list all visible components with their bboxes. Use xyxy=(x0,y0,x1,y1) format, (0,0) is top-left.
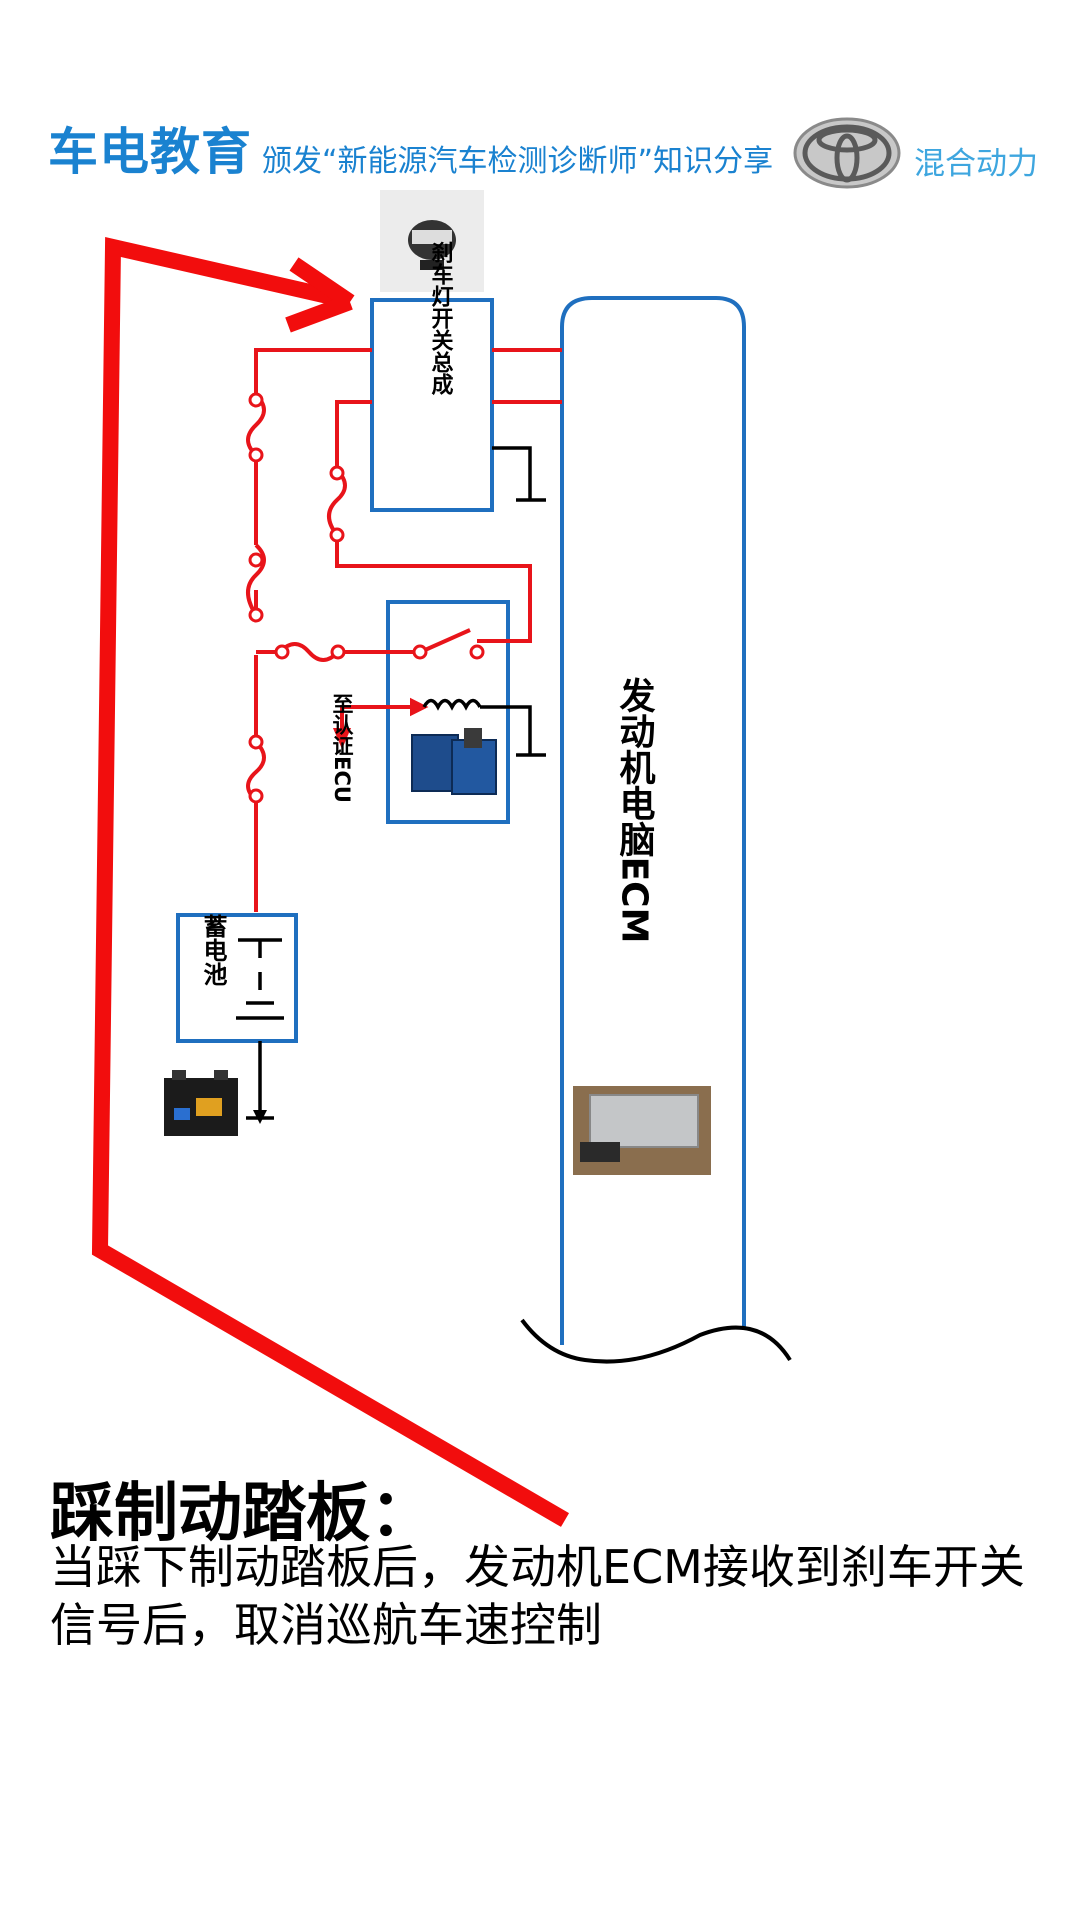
battery-box xyxy=(176,913,298,1043)
engine-ecm-box xyxy=(560,296,746,1345)
engine-ecm-label: 发动机电脑ECM xyxy=(614,676,656,943)
hybrid-tag: 混合动力 xyxy=(914,146,1038,182)
auth-ecu-label: 至认证ECU xyxy=(330,693,354,803)
ecm-cut-line xyxy=(520,1318,792,1364)
fuse-terminals xyxy=(248,392,485,804)
brand-slogan: 颁发“新能源汽车检测诊断师”知识分享 xyxy=(262,144,774,179)
brake-switch-photo xyxy=(380,190,484,292)
toyota-logo-icon xyxy=(793,117,901,189)
caption-title: 踩制动踏板： xyxy=(50,1477,434,1551)
battery-symbol-icon xyxy=(236,938,284,1120)
red-wiring xyxy=(254,348,562,912)
relay-photo xyxy=(411,728,497,795)
relay-coil-icon xyxy=(422,698,546,757)
brake-pedal-arrow xyxy=(91,236,570,1527)
caption-body: 当踩下制动踏板后，发动机ECM接收到刹车开关信号后，取消巡航车速控制 xyxy=(50,1540,1025,1652)
brake-switch-label: 刹车灯开关总成 xyxy=(428,241,454,396)
brand-title: 车电教育 xyxy=(48,123,252,181)
ground-icon xyxy=(492,446,546,502)
relay-switch-contact xyxy=(424,628,471,652)
fuse-icons xyxy=(246,393,347,802)
battery-photo xyxy=(164,1070,238,1136)
relay-box xyxy=(386,600,510,824)
ecm-photo xyxy=(573,1086,711,1175)
brake-switch-box xyxy=(370,298,494,512)
battery-label: 蓄电池 xyxy=(199,914,227,986)
